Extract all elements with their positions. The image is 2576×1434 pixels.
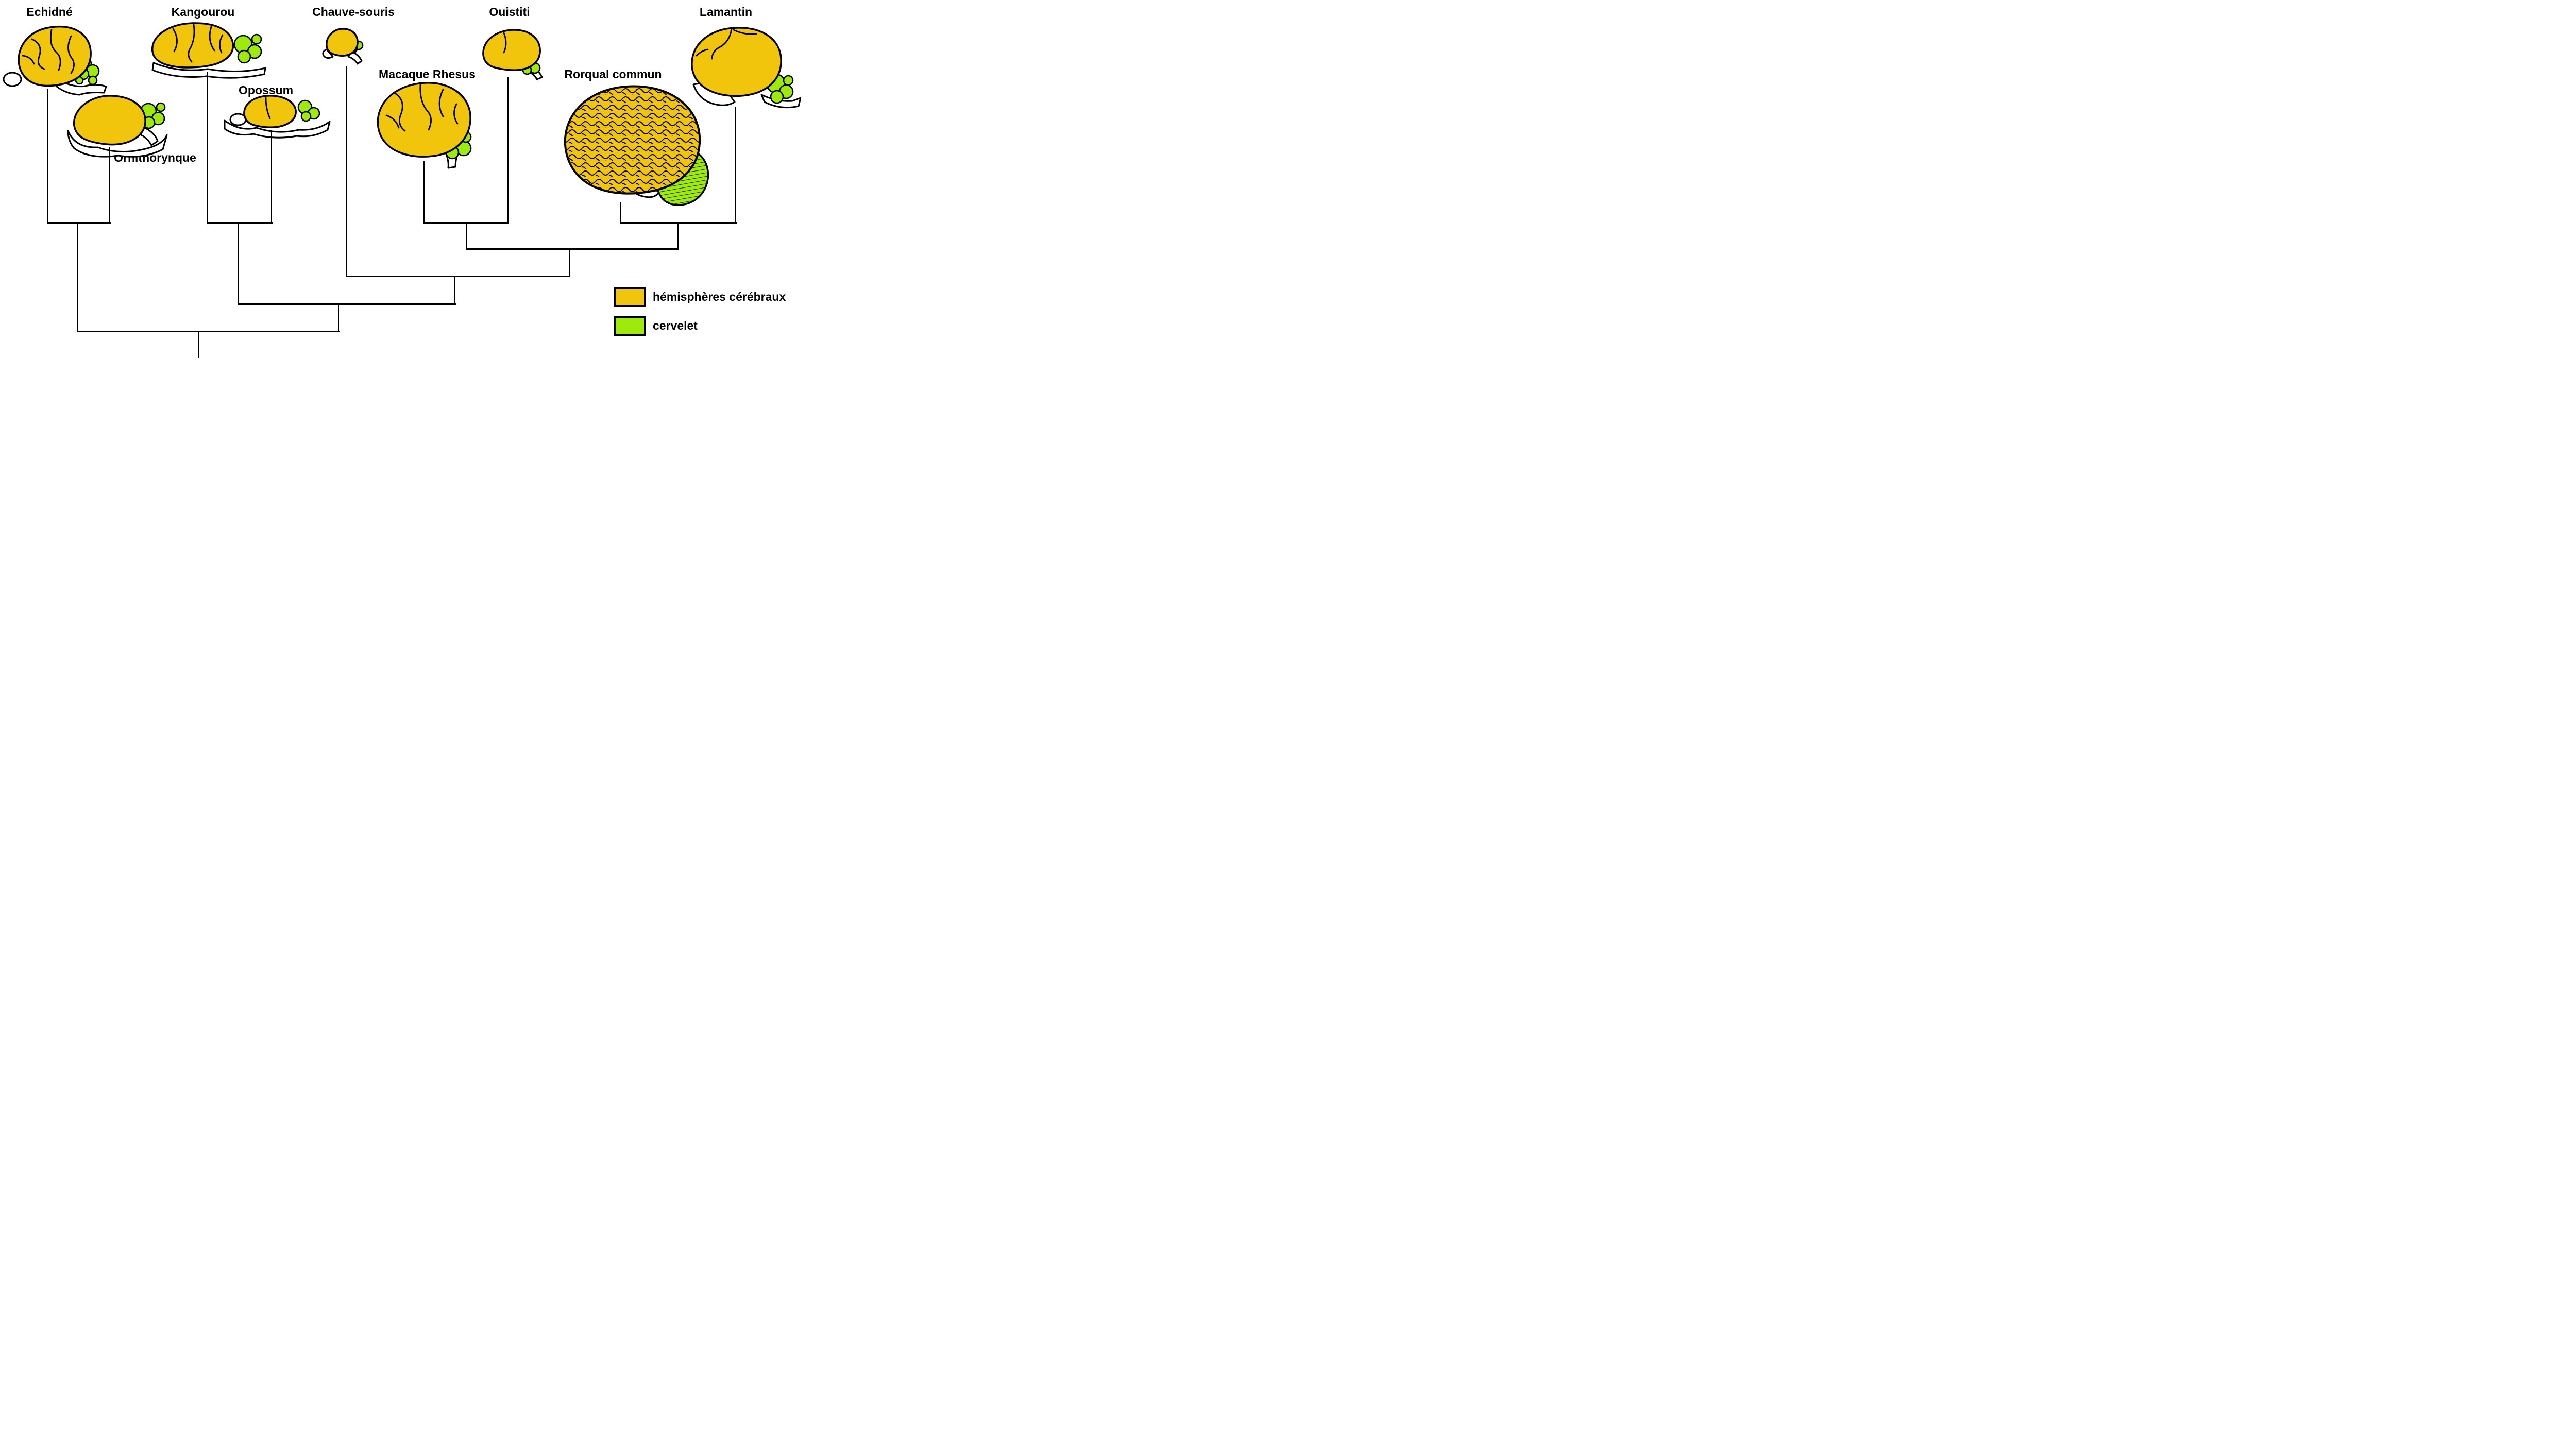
- opossum-cerebellum: [297, 99, 320, 122]
- opossum-brainstem: [224, 120, 331, 139]
- echidna-cerebrum: [18, 25, 92, 87]
- node-primates-cetaces: [466, 248, 679, 250]
- marmoset-brain-illustration: [477, 25, 551, 80]
- branch-ornithorynque: [109, 147, 110, 223]
- species-label-chauve-souris: Chauve-souris: [312, 5, 395, 19]
- species-label-opossum: Opossum: [238, 83, 294, 97]
- echidna-brain-illustration: [2, 22, 108, 96]
- bat-cerebrum: [326, 28, 359, 57]
- platypus-brain-illustration: [65, 91, 170, 158]
- marmoset-cerebrum: [482, 29, 541, 71]
- node-marsupiaux: [207, 222, 273, 224]
- platypus-cerebellum: [140, 102, 166, 129]
- macaque-cerebrum: [377, 82, 471, 158]
- platypus-brainstem: [67, 130, 168, 158]
- echidna-brainstem: [56, 79, 107, 96]
- opossum-brain-illustration: [223, 91, 333, 139]
- bat-brainstem: [347, 50, 363, 65]
- manatee-cerebrum: [691, 27, 782, 97]
- branch-macaque: [423, 161, 425, 223]
- fin-whale-brain-illustration: [555, 78, 712, 207]
- bat-olfactory-bulb: [322, 48, 334, 59]
- legend-swatch-cerebral-hemispheres: [614, 287, 646, 307]
- branch-kangourou: [207, 72, 208, 223]
- branch-chauve-souris: [346, 66, 347, 277]
- kangaroo-cerebellum: [233, 33, 262, 64]
- kangaroo-cerebrum: [151, 22, 234, 69]
- figure-canvas: Echidné Ornithorynque Kangourou Opossum …: [0, 0, 801, 358]
- species-label-macaque: Macaque Rhesus: [379, 67, 476, 81]
- fin-whale-cerebrum: [564, 85, 701, 195]
- species-label-lamantin: Lamantin: [699, 5, 753, 19]
- stem-marsupiaux: [238, 223, 239, 304]
- opossum-cerebrum: [243, 95, 297, 128]
- node-marsupiaux-clade: [238, 303, 456, 305]
- platypus-cerebrum: [73, 95, 146, 146]
- stem-marsupiaux-clade: [338, 304, 339, 332]
- manatee-cerebellum: [766, 73, 794, 104]
- species-label-echidne: Echidné: [26, 5, 73, 19]
- bat-brain-illustration: [318, 24, 369, 66]
- species-label-ouistiti: Ouistiti: [489, 5, 530, 19]
- legend-label-cerebellum: cervelet: [653, 319, 698, 332]
- kangaroo-brain-illustration: [146, 20, 270, 79]
- stem-primates-cetaces: [569, 249, 570, 277]
- stem-rorqual-lamantin: [677, 223, 679, 249]
- stem-primates: [466, 223, 467, 249]
- echidna-olfactory-bulb: [3, 72, 22, 87]
- manatee-brain-illustration: [684, 23, 801, 111]
- species-label-kangourou: Kangourou: [171, 5, 235, 19]
- branch-opossum: [271, 130, 272, 223]
- branch-rorqual: [620, 202, 621, 223]
- branch-lamantin: [735, 107, 736, 223]
- species-label-rorqual: Rorqual commun: [564, 67, 662, 81]
- branch-ouistiti: [507, 77, 509, 223]
- node-chauve-souris-clade: [346, 276, 570, 277]
- stem-root: [198, 331, 199, 358]
- kangaroo-brainstem: [151, 62, 266, 79]
- legend: hémisphères cérébraux cervelet: [614, 287, 786, 336]
- opossum-olfactory-bulb: [229, 113, 247, 126]
- legend-item-cervelet: cervelet: [614, 316, 786, 336]
- macaque-brain-illustration: [371, 77, 481, 169]
- branch-echidne: [47, 89, 48, 223]
- legend-swatch-cerebellum: [614, 316, 646, 336]
- legend-label-cerebral-hemispheres: hémisphères cérébraux: [653, 290, 786, 303]
- legend-item-hemispheres: hémisphères cérébraux: [614, 287, 786, 307]
- stem-monotremes: [77, 223, 78, 332]
- node-root-mammals: [77, 331, 340, 332]
- stem-chauve-souris-clade: [454, 276, 455, 304]
- node-monotremes: [47, 222, 111, 224]
